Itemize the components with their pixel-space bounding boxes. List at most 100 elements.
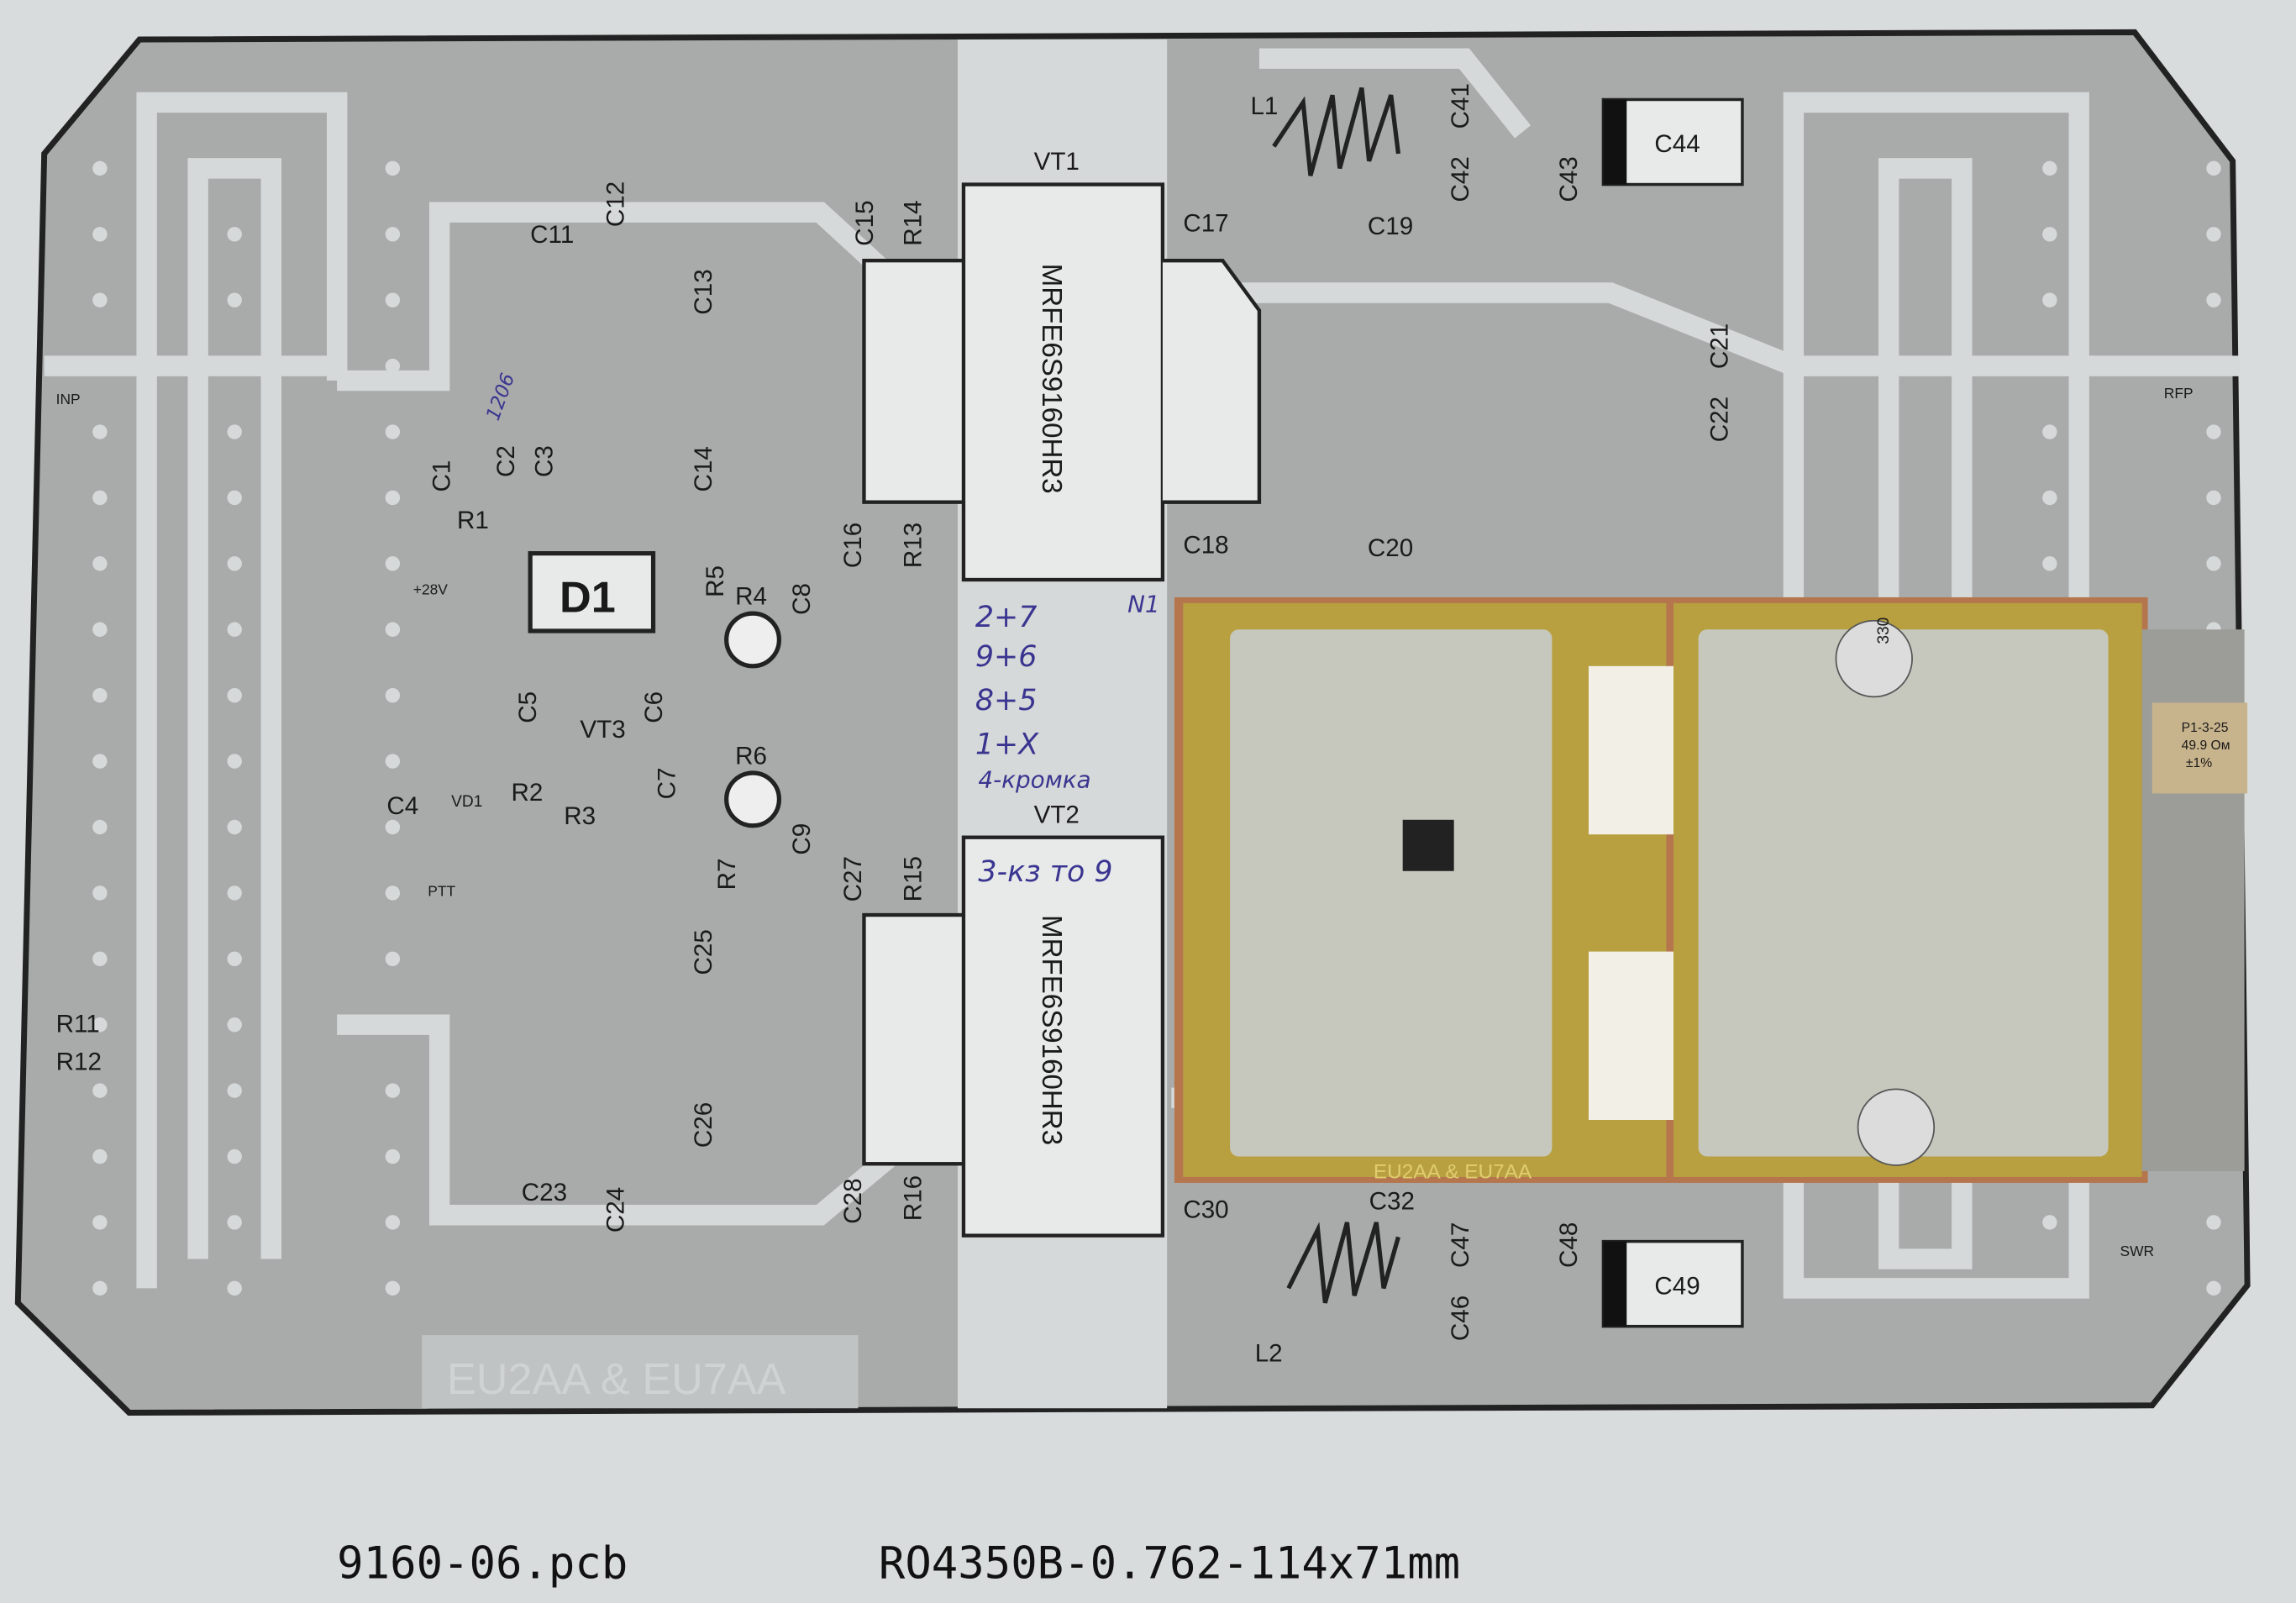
via-dot (2206, 160, 2221, 176)
via-dot (2042, 424, 2057, 439)
component-label-r11: R11 (56, 1010, 100, 1038)
via-dot (92, 424, 108, 439)
via-dot (2206, 358, 2221, 374)
component-label-r7: R7 (713, 859, 741, 891)
load-resistor-type: P1-3-25 (2182, 721, 2229, 735)
component-label-c47: C47 (1447, 1222, 1474, 1268)
via-dot (227, 1280, 242, 1296)
via-dot (227, 886, 242, 901)
via-dot (92, 886, 108, 901)
via-dot (92, 490, 108, 506)
via-dot (92, 556, 108, 571)
via-dot (92, 1017, 108, 1033)
r6-trimmer (724, 770, 782, 828)
component-label-c28: C28 (839, 1178, 867, 1223)
via-dot (227, 1083, 242, 1098)
via-dot (92, 1215, 108, 1230)
via-dot (385, 1083, 401, 1098)
component-label-c19: C19 (1368, 213, 1413, 240)
via-dot (227, 622, 242, 637)
via-dot (385, 227, 401, 242)
via-dot (385, 1148, 401, 1164)
via-dot (385, 490, 401, 506)
via-dot (92, 227, 108, 242)
via-dot (92, 1083, 108, 1098)
via-dot (385, 1017, 401, 1033)
component-label-c49: C49 (1654, 1272, 1700, 1300)
via-dot (227, 687, 242, 703)
via-dot (227, 1148, 242, 1164)
via-dot (92, 1280, 108, 1296)
via-dot (2042, 1280, 2057, 1296)
component-label-c8: C8 (788, 583, 816, 615)
via-dot (92, 1148, 108, 1164)
via-dot (2206, 227, 2221, 242)
via-dot (2206, 556, 2221, 571)
d1-footprint (528, 551, 656, 633)
l2-coil (1286, 1222, 1400, 1304)
component-label-r16: R16 (899, 1175, 927, 1221)
assembled-board: 330 P1-3-25 49.9 Ом ±1% EU2AA & EU7AA (1174, 597, 2248, 1184)
vt2-part-number: MRFE6S9160HR3 (1036, 915, 1067, 1145)
component-label-c20: C20 (1368, 534, 1413, 562)
via-dot (385, 358, 401, 374)
via-dot (227, 424, 242, 439)
via-dot (385, 622, 401, 637)
via-dot (385, 687, 401, 703)
via-dot (227, 819, 242, 835)
component-label-r2: R2 (512, 779, 544, 807)
via-dot (227, 160, 242, 176)
component-label-c1: C1 (428, 460, 455, 492)
via-dot (92, 754, 108, 769)
component-label-c42: C42 (1447, 156, 1474, 202)
component-label-c12: C12 (602, 181, 630, 227)
component-label-c44: C44 (1654, 130, 1700, 158)
component-label-r15: R15 (899, 856, 927, 901)
authors-watermark: EU2AA & EU7AA (447, 1355, 786, 1404)
via-dot (227, 556, 242, 571)
via-dot (385, 556, 401, 571)
footer-substrate: RO4350B-0.762-114x71mm (879, 1537, 1460, 1589)
via-dot (227, 358, 242, 374)
via-dot (227, 1215, 242, 1230)
component-label-r3: R3 (564, 802, 596, 830)
r4-trimmer (724, 611, 782, 669)
component-label-r12: R12 (56, 1049, 102, 1076)
via-dot (385, 754, 401, 769)
component-label-c30: C30 (1183, 1196, 1228, 1224)
component-label-c7: C7 (654, 768, 681, 800)
board-cap-marking: 330 (1875, 618, 1893, 644)
via-dot (385, 424, 401, 439)
vt2-footprint (862, 835, 1165, 1238)
vt1-part-number: MRFE6S9160HR3 (1036, 264, 1067, 494)
via-dot (227, 490, 242, 506)
component-label-c48: C48 (1555, 1222, 1583, 1268)
via-dot (385, 160, 401, 176)
via-dot (2206, 1215, 2221, 1230)
hand-board-no: N1 (1127, 590, 1160, 618)
component-label-vt1: VT1 (1034, 148, 1080, 176)
hand-note-3: 8+5 (975, 684, 1038, 717)
component-label-c16: C16 (839, 523, 867, 568)
via-dot (2042, 490, 2057, 506)
component-label-c25: C25 (690, 929, 717, 975)
component-label-c2: C2 (492, 445, 520, 477)
component-label-vt3: VT3 (580, 716, 625, 744)
via-dot (385, 1280, 401, 1296)
component-label-r6: R6 (735, 743, 767, 770)
component-label-c41: C41 (1447, 83, 1474, 129)
board-silkscreen: EU2AA & EU7AA (1374, 1161, 1532, 1184)
via-dot (92, 358, 108, 374)
via-dot (2042, 358, 2057, 374)
via-dot (385, 292, 401, 307)
via-dot (227, 292, 242, 307)
component-label-c23: C23 (522, 1179, 567, 1206)
component-label-c6: C6 (640, 691, 668, 723)
component-label-c3: C3 (530, 445, 558, 477)
via-dot (227, 951, 242, 967)
via-dot (385, 819, 401, 835)
port-swr: SWR (2120, 1243, 2154, 1259)
component-label-vt2: VT2 (1034, 801, 1080, 828)
component-label-r4: R4 (735, 583, 767, 611)
